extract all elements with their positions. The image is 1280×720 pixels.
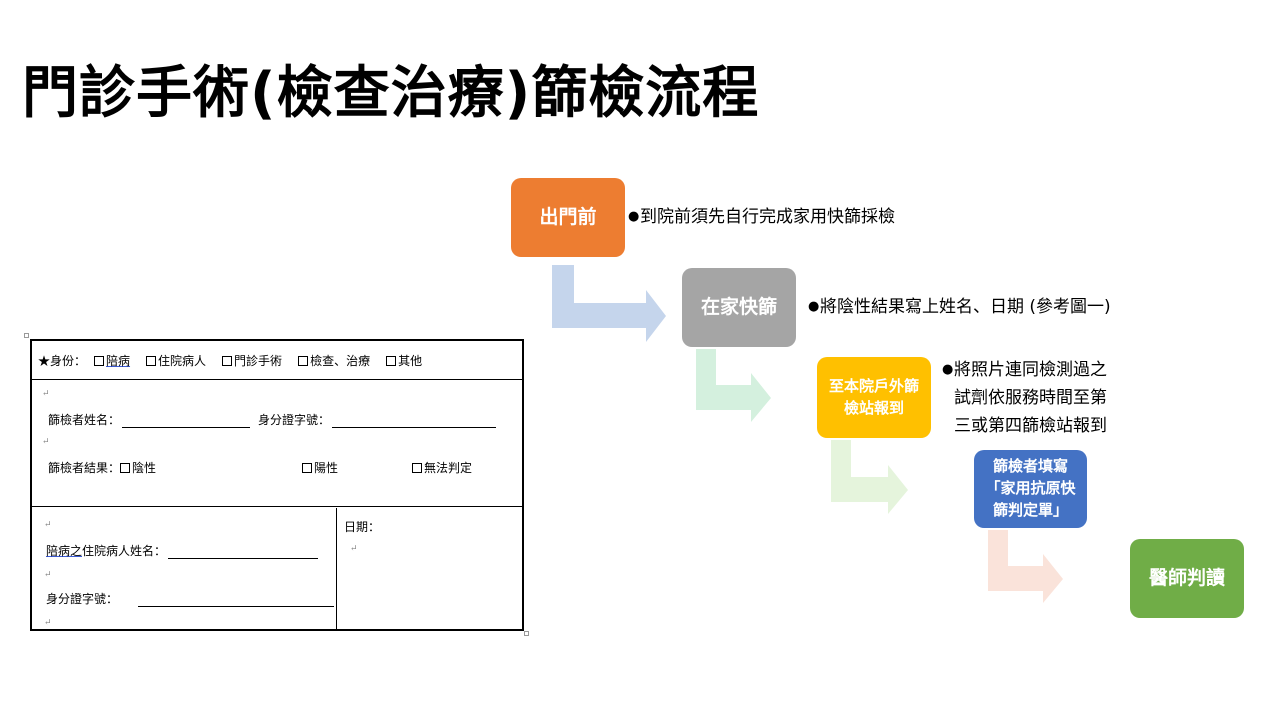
result-label: 篩檢者結果： (48, 461, 121, 475)
escort-id-blank (138, 595, 335, 607)
step-fill-form: 篩檢者填寫「家用抗原快篩判定單」 (974, 450, 1087, 528)
arrow-step4-to-step5 (988, 530, 1063, 603)
escort-id-row: 身分證字號： (46, 590, 342, 607)
escort-name-blank (168, 547, 319, 559)
step4-line2: 「家用抗原快 (985, 479, 1076, 498)
step4-line1: 篩檢者填寫 (992, 457, 1068, 476)
checkbox-icon (222, 355, 233, 366)
escort-name-label: 住院病人姓名： (82, 544, 167, 558)
bullet-text-3b: 試劑依服務時間至第 (954, 388, 1107, 409)
bullet-dot-icon: ● (808, 299, 820, 314)
image-handle (24, 333, 29, 338)
bullet-text-3a: 將照片連同檢測過之 (954, 360, 1107, 380)
tester-name-row: 篩檢者姓名： 身分證字號： (48, 411, 497, 428)
id-blank (332, 416, 497, 428)
checkbox-icon (302, 463, 313, 473)
step-report-to-station: 至本院戶外篩檢站報到 (817, 357, 931, 438)
result-negative: 陰性 (120, 459, 156, 476)
checkbox-icon (146, 355, 157, 366)
result-row: 篩檢者結果： 陰性 陽性 無法判定 (48, 459, 518, 476)
escort-id-label: 身分證字號： (46, 592, 119, 606)
arrow-step1-to-step2 (552, 265, 666, 342)
step-home-rapid-test: 在家快篩 (682, 268, 796, 347)
checkbox-icon (298, 355, 309, 366)
name-blank (122, 416, 251, 428)
step3-line1: 至本院戶外篩 (828, 376, 919, 395)
identity-label: ★身份： (38, 353, 87, 368)
bullet-text-1: 到院前須先自行完成家用快篩採檢 (640, 207, 895, 227)
arrow-step3-to-step4 (831, 440, 908, 514)
option-exam-treatment: 檢查、治療 (298, 352, 370, 369)
option-other: 其他 (386, 352, 422, 369)
id-number-label: 身分證字號： (258, 413, 331, 427)
escort-prefix: 陪病之 (46, 544, 83, 558)
date-label: 日期： (344, 520, 381, 534)
checkbox-icon (120, 463, 131, 473)
escort-section: ↵ 陪病之住院病人姓名： ↵ 身分證字號： ↵ 日期： ↵ (32, 508, 522, 631)
checkbox-icon (386, 355, 397, 366)
bullet-dot-icon: ● (942, 362, 954, 377)
result-undetermined: 無法判定 (412, 459, 472, 476)
tester-name-label: 篩檢者姓名： (48, 413, 121, 427)
rapid-test-result-form: ★身份： 陪病 住院病人 門診手術 檢查、治療 其他 ↵ 篩檢者姓名： 身分證字… (30, 339, 524, 631)
checkbox-icon (94, 355, 105, 366)
tester-section: ↵ 篩檢者姓名： 身分證字號： ↵ 篩檢者結果： 陰性 陽性 無法判定 (32, 381, 522, 507)
bullet-dot-icon: ● (628, 209, 640, 224)
step3-line2: 檢站報到 (843, 398, 904, 417)
page-title: 門診手術(檢查治療)篩檢流程 (22, 61, 760, 126)
bullet-text-2: 將陰性結果寫上姓名、日期 (參考圖一) (820, 297, 1111, 317)
bullet-report: ●將照片連同檢測過之試劑依服務時間至第三或第四篩檢站報到 (942, 356, 1107, 440)
arrow-step2-to-step3 (696, 349, 771, 422)
date-row: 日期： (344, 518, 380, 535)
result-positive: 陽性 (302, 459, 338, 476)
step-doctor-review: 醫師判讀 (1130, 539, 1244, 618)
step4-line3: 篩判定單」 (992, 500, 1068, 519)
escort-name-row: 陪病之住院病人姓名： (46, 542, 326, 559)
divider (336, 508, 337, 631)
step-before-leaving: 出門前 (511, 178, 625, 257)
option-outpatient-surgery: 門診手術 (222, 352, 282, 369)
bullet-before-leaving: ●到院前須先自行完成家用快篩採檢 (628, 203, 895, 231)
identity-row: ★身份： 陪病 住院病人 門診手術 檢查、治療 其他 (32, 341, 522, 380)
checkbox-icon (412, 463, 423, 473)
option-escort: 陪病 (94, 352, 130, 369)
bullet-text-3c: 三或第四篩檢站報到 (954, 416, 1107, 437)
option-inpatient: 住院病人 (146, 352, 206, 369)
bullet-home-test: ●將陰性結果寫上姓名、日期 (參考圖一) (808, 293, 1111, 321)
image-handle (524, 631, 529, 636)
